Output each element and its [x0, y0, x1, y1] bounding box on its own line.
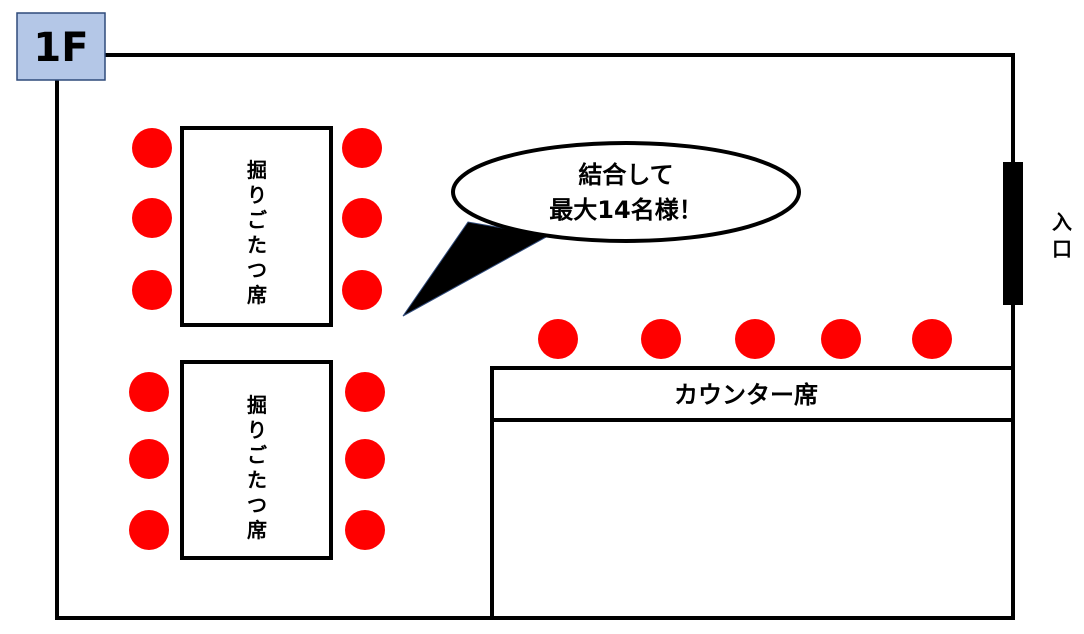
table-seat	[345, 510, 385, 550]
counter-seat	[821, 319, 861, 359]
table-seat	[342, 128, 382, 168]
table-2-label-char: 席	[247, 518, 267, 542]
table-seat	[132, 128, 172, 168]
table-1-label-char: り	[247, 183, 267, 207]
seats	[129, 128, 952, 550]
callout-line1: 結合して	[578, 161, 673, 189]
table-1-label-char: 席	[247, 283, 267, 307]
table-seat	[345, 439, 385, 479]
table-2-label-char: つ	[247, 493, 267, 517]
table-seat	[129, 372, 169, 412]
entrance-char: 入	[1052, 210, 1072, 234]
counter-seat	[538, 319, 578, 359]
table-seat	[132, 270, 172, 310]
table-1-label-char: た	[247, 233, 267, 257]
table-1-label-char: ご	[247, 208, 267, 232]
table-seat	[342, 270, 382, 310]
table-seat	[345, 372, 385, 412]
counter-label: カウンター席	[674, 381, 818, 409]
table-seat	[342, 198, 382, 238]
table-2-label-char: り	[247, 418, 267, 442]
counter-seat	[912, 319, 952, 359]
callout-bubble: 結合して 最大14名様！	[402, 141, 801, 317]
counter-seat	[735, 319, 775, 359]
table-seat	[132, 198, 172, 238]
svg-text:1F: 1F	[33, 25, 88, 71]
table-seat	[129, 510, 169, 550]
counter-seat	[641, 319, 681, 359]
table-2-label-char: た	[247, 468, 267, 492]
floor-label: 1F	[16, 12, 106, 81]
entrance-char: 口	[1052, 237, 1072, 261]
counter: カウンター席	[490, 366, 1015, 620]
table-1-label-char: つ	[247, 258, 267, 282]
table-seat	[129, 439, 169, 479]
table-2-label-char: 掘	[247, 393, 267, 417]
entrance-label: 入口	[1052, 210, 1072, 261]
table-2-label-char: ご	[247, 443, 267, 467]
callout-line2: 最大14名様！	[549, 196, 702, 224]
entrance-door	[1003, 162, 1023, 305]
table-1-label-char: 掘	[247, 158, 267, 182]
